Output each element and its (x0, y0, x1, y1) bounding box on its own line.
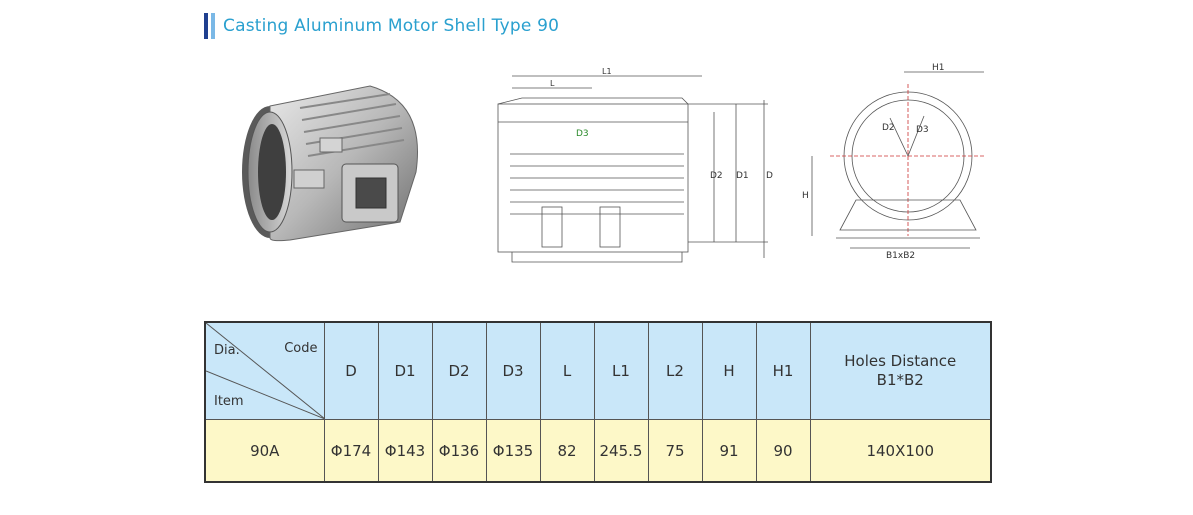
corner-label-dia: Dia. (214, 343, 240, 358)
header-cell: D2 (431, 321, 487, 420)
title-accent-bars (204, 13, 215, 39)
holes-header-line1: Holes Distance (844, 352, 957, 370)
accent-bar-dark (204, 13, 208, 39)
value-cell: 91 (701, 419, 757, 483)
header-cell: D (323, 321, 379, 420)
value-cell: Φ136 (431, 419, 487, 483)
front-label-d3: D3 (916, 125, 929, 135)
corner-diagonal-lines (206, 323, 325, 419)
value-cell: 245.5 (593, 419, 649, 483)
value-cell: 82 (539, 419, 595, 483)
dim-label-d2: D2 (710, 171, 723, 181)
page-title: Casting Aluminum Motor Shell Type 90 (223, 16, 560, 36)
corner-label-item: Item (214, 394, 244, 409)
value-cell: Φ143 (377, 419, 433, 483)
front-label-h1: H1 (932, 63, 945, 73)
value-cell: Φ135 (485, 419, 541, 483)
page-heading: Casting Aluminum Motor Shell Type 90 (204, 12, 559, 40)
front-label-b1xb2: B1xB2 (886, 251, 915, 261)
header-cell: L2 (647, 321, 703, 420)
corner-header-cell: Dia. Code Item (204, 321, 325, 420)
corner-label-code: Code (284, 341, 318, 356)
header-cell: H1 (755, 321, 811, 420)
front-view-drawing: H1 D2 D3 H B1xB2 (802, 63, 986, 261)
dim-label-d: D (766, 171, 773, 181)
header-cell: D3 (485, 321, 541, 420)
front-label-h: H (802, 191, 809, 201)
value-cell: 90 (755, 419, 811, 483)
header-cell-holes-distance: Holes Distance B1*B2 (809, 321, 992, 420)
spec-table: Dia. Code Item D D1 D2 D3 L L1 L2 H H1 H… (204, 321, 992, 483)
value-cell: Φ174 (323, 419, 379, 483)
header-cell: L1 (593, 321, 649, 420)
side-view-drawing: L1 L D3 D2 D1 D (497, 67, 773, 263)
dim-label-d3: D3 (576, 129, 589, 139)
front-label-d2: D2 (882, 123, 895, 133)
table-row: 90A Φ174 Φ143 Φ136 Φ135 82 245.5 75 91 9… (204, 419, 992, 483)
table-header-row: Dia. Code Item D D1 D2 D3 L L1 L2 H H1 H… (204, 321, 992, 420)
dim-label-d1: D1 (736, 171, 749, 181)
header-cell: L (539, 321, 595, 420)
dim-label-l1: L1 (602, 67, 612, 76)
value-cell: 75 (647, 419, 703, 483)
row-item-cell: 90A (204, 419, 325, 483)
holes-value-cell: 140X100 (809, 419, 992, 483)
holes-header-line2: B1*B2 (876, 371, 924, 389)
dim-label-l: L (550, 79, 555, 88)
header-cell: D1 (377, 321, 433, 420)
motor-shell-photo (242, 85, 418, 242)
header-cell: H (701, 321, 757, 420)
accent-bar-light (211, 13, 215, 39)
